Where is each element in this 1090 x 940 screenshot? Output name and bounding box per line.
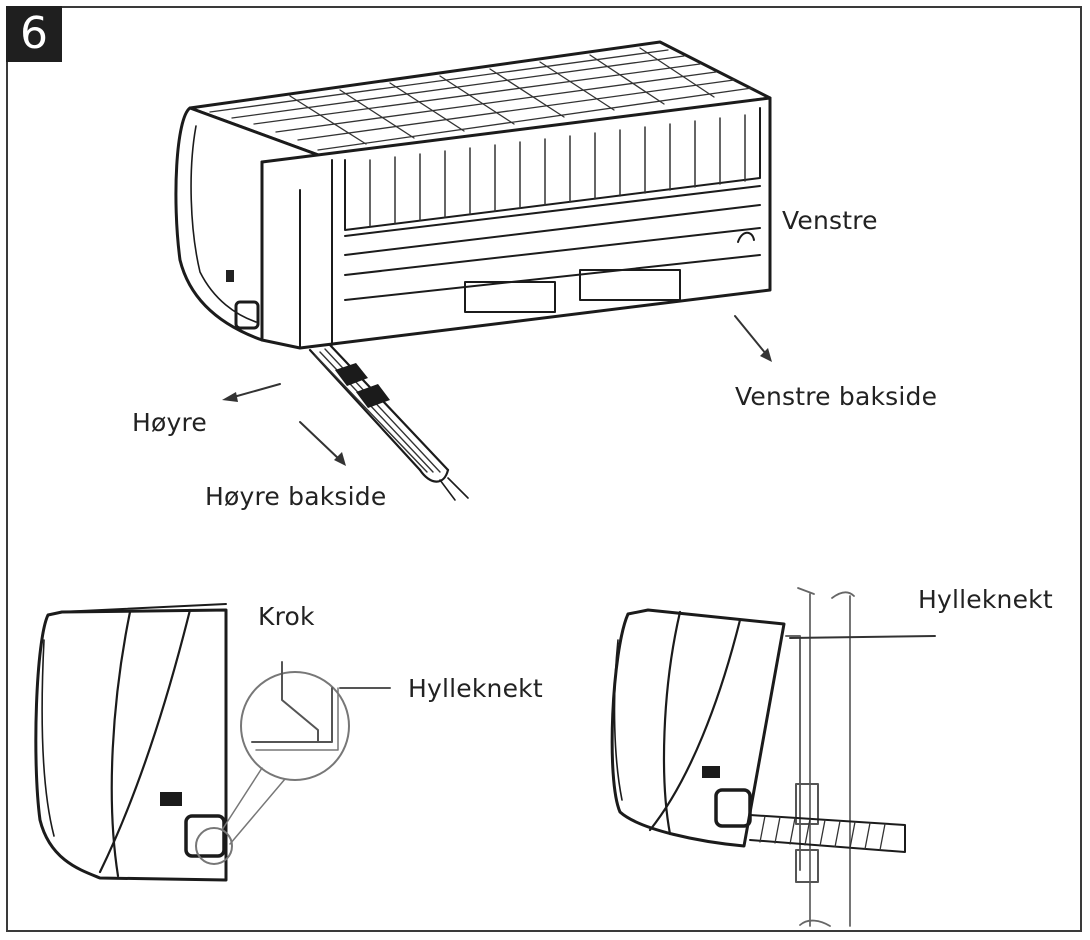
indoor-unit-rear-view [174,40,772,501]
diagram-frame [6,6,1082,932]
side-view-wall-mounted [610,587,936,927]
label-hylleknekt-left: Hylleknekt [408,674,543,703]
label-venstre: Venstre [782,206,878,235]
label-krok: Krok [258,602,315,631]
step-number-badge: 6 [6,6,62,62]
label-hylleknekt-right: Hylleknekt [918,585,1053,614]
label-hoyre: Høyre [132,408,207,437]
side-view-hook-detail [34,603,391,882]
label-hoyre-bakside: Høyre bakside [205,482,387,511]
label-venstre-bakside: Venstre bakside [735,382,938,411]
direction-arrows [222,315,772,466]
